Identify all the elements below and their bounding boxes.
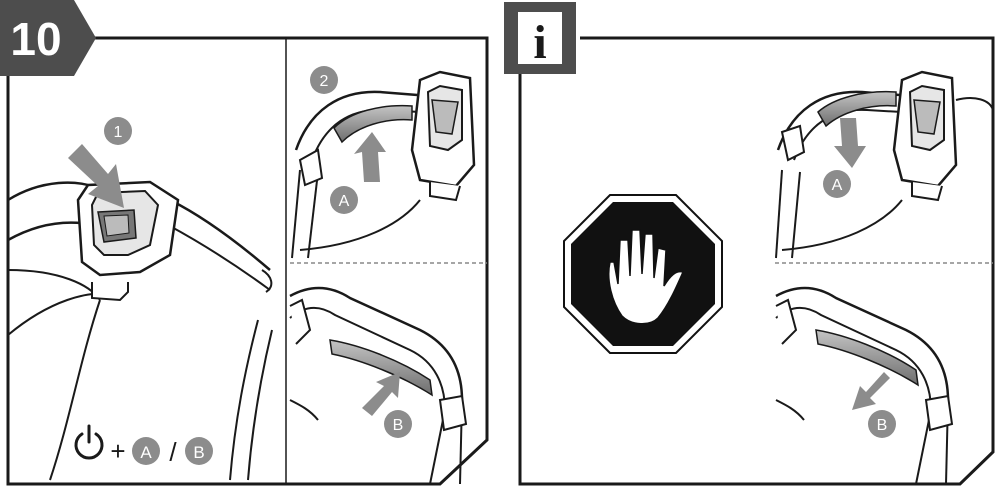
lever-a-bar xyxy=(333,104,413,144)
step-one-circle xyxy=(104,117,132,145)
formula-plus: + xyxy=(110,436,125,466)
step-panel-frame xyxy=(6,36,489,486)
step-number: 10 xyxy=(10,13,61,65)
step-two-label: 2 xyxy=(320,73,329,90)
lever-b-illustration xyxy=(289,286,468,485)
formula-slash: / xyxy=(169,437,177,467)
info-lever-b-bar xyxy=(815,329,919,387)
info-lever-a-circle xyxy=(823,170,851,198)
lever-a-circle xyxy=(330,186,358,214)
info-panel-frame xyxy=(518,36,995,486)
lever-a-label: A xyxy=(339,193,350,210)
info-badge-inner xyxy=(518,12,562,64)
lever-b-arrow xyxy=(362,372,400,416)
info-lever-a-illustration xyxy=(775,70,994,259)
lever-a-arrow xyxy=(354,132,386,182)
info-lever-a-arrow xyxy=(834,118,866,168)
formula-a-circle xyxy=(132,437,160,465)
formula-a: A xyxy=(140,443,152,462)
stop-hand-icon xyxy=(563,194,723,354)
info-lever-b-arrow xyxy=(852,372,890,410)
info-lever-b-circle xyxy=(868,410,896,438)
lever-b-label: B xyxy=(393,417,404,434)
handle-illustration xyxy=(7,180,273,481)
lever-b-circle xyxy=(384,410,412,438)
info-lever-a-bar xyxy=(817,90,897,128)
formula-b: B xyxy=(193,443,204,462)
lever-b-bar xyxy=(329,339,433,397)
info-panel: i A xyxy=(504,2,995,486)
info-lever-a-label: A xyxy=(832,177,843,194)
info-lever-b-label: B xyxy=(877,417,888,434)
info-badge-letter: i xyxy=(533,16,546,69)
step-one-label: 1 xyxy=(114,124,123,141)
formula-b-circle xyxy=(185,437,213,465)
press-arrow xyxy=(68,144,124,208)
power-icon xyxy=(74,424,104,460)
step-panel: 10 1 + A / xyxy=(0,0,489,486)
step-two-circle xyxy=(310,66,338,94)
lever-a-illustration xyxy=(291,70,476,259)
info-lever-b-illustration xyxy=(775,286,954,485)
step-number-badge xyxy=(0,0,96,76)
